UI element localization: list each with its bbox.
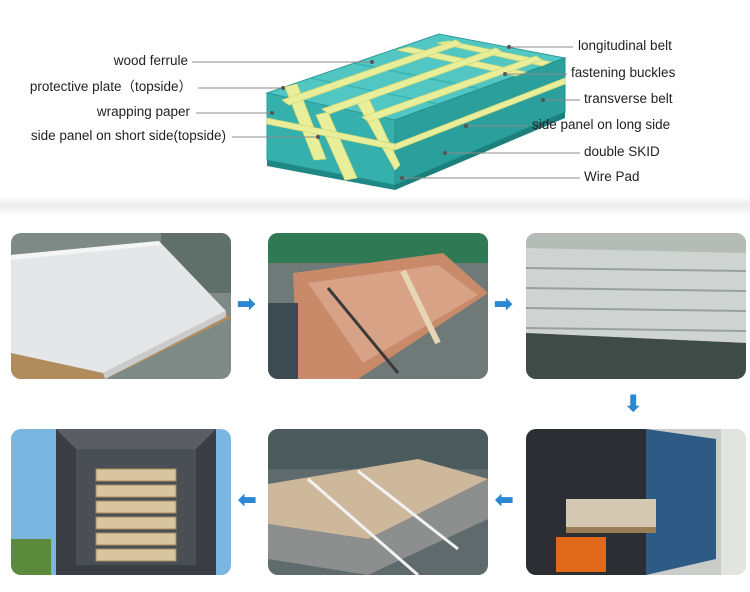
label-longitudinal-belt: longitudinal belt [578, 38, 672, 53]
arrow-down-icon: ⬇ [624, 391, 643, 416]
label-wire-pad: Wire Pad [584, 169, 640, 184]
label-side-panel-long: side panel on long side [532, 117, 671, 132]
photo-paper-wrapping [268, 233, 488, 379]
label-fastening-buckles: fastening buckles [571, 65, 676, 80]
photo-banded-bundle [268, 429, 488, 575]
label-transverse-belt: transverse belt [584, 91, 673, 106]
label-protective-plate: protective plate（topside） [29, 79, 192, 94]
left-leader-lines [192, 61, 372, 138]
label-double-skid: double SKID [584, 144, 660, 159]
arrow-right-icon: ➡ [237, 291, 256, 316]
packing-diagram: wood ferrule protective plate（topside） w… [0, 0, 750, 200]
pallet-illustration [192, 33, 580, 190]
arrow-left-icon: ⬅ [495, 487, 514, 512]
photo-forklift-loading [526, 429, 746, 575]
photo-aluminum-sheet [11, 233, 231, 379]
photo-stacked-pallets [526, 233, 746, 379]
label-side-panel-short: side panel on short side(topside) [30, 128, 226, 143]
arrow-left-icon: ⬅ [238, 487, 257, 512]
label-wrapping-paper: wrapping paper [96, 104, 190, 119]
longitudinal-belts [266, 39, 566, 151]
right-leader-lines [402, 46, 580, 179]
arrow-right-icon: ➡ [494, 291, 513, 316]
label-wood-ferrule: wood ferrule [113, 53, 188, 68]
photo-container-loaded [11, 429, 231, 575]
leader-dots [270, 45, 545, 180]
section-divider [0, 196, 750, 216]
